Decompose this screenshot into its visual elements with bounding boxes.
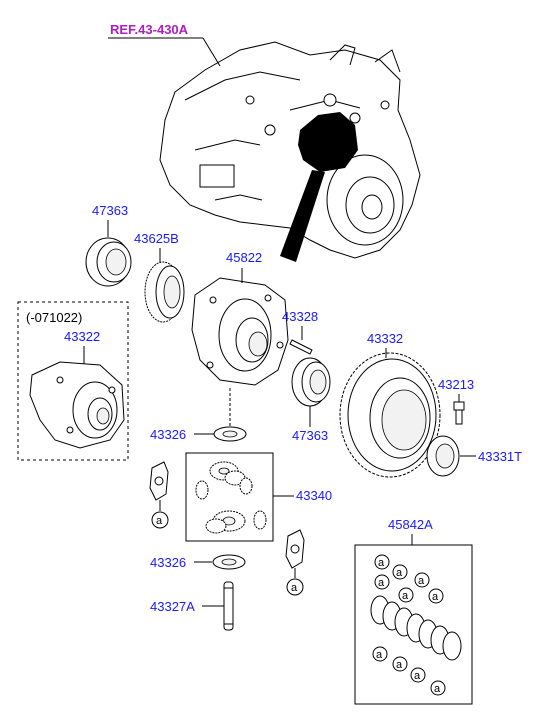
part-label-43326-bottom[interactable]: 43326 [150,555,186,570]
ring-gear-43332 [339,352,441,478]
thrust-washer-left [149,461,169,501]
bearing-47363-top [85,237,132,287]
callout-letter: a [156,515,163,527]
callout-letter: a [291,582,298,594]
part-label-45842A[interactable]: 45842A [388,517,433,532]
clutch-callouts: a a a a a a a a a a [372,554,446,696]
callout-letter: a [396,659,403,671]
part-label-43327A[interactable]: 43327A [150,599,195,614]
callout-letter: a [432,591,439,603]
bolt-43213 [453,401,465,425]
callout-letter: a [378,577,385,589]
part-label-43625B[interactable]: 43625B [134,231,179,246]
callout-letter: a [434,683,441,695]
part-label-43340[interactable]: 43340 [296,488,332,503]
callout-letter: a [378,557,385,569]
part-label-43331T[interactable]: 43331T [478,449,522,464]
gear-43625B [144,261,185,323]
pointer-shaft [280,170,325,262]
part-label-43326-top[interactable]: 43326 [150,427,186,442]
part-label-47363-bottom[interactable]: 47363 [292,428,328,443]
variant-box [17,301,129,461]
callout-circle [286,578,304,596]
differential-assembly-43322 [29,361,125,449]
reference-label[interactable]: REF.43-430A [110,22,189,37]
transmission-housing [159,41,421,262]
gear-set-box-43340 [185,452,274,542]
callout-letter: a [414,670,421,682]
shim-43331T [426,435,460,477]
thrust-washer-right [285,529,305,569]
part-label-45822[interactable]: 45822 [226,250,262,265]
callout-letter: a [418,575,425,587]
washer-43326-bottom [212,554,246,570]
bearing-47363-bottom [291,357,331,407]
clutch-pack-box-45842A [354,544,473,705]
callout-letter: a [396,567,403,579]
callout-circle [151,511,169,529]
callout-letter: a [402,590,409,602]
part-label-43213[interactable]: 43213 [438,377,474,392]
shaft-43327A [223,581,234,631]
clutch-pack-45842A [370,595,462,661]
part-label-43332[interactable]: 43332 [367,331,403,346]
washer-43326-top [213,426,247,442]
part-label-47363-top[interactable]: 47363 [92,203,128,218]
part-label-43328[interactable]: 43328 [282,309,318,324]
housing-opening [298,112,358,172]
differential-case-45822 [191,277,289,386]
callout-letter: a [376,649,383,661]
variant-note: (-071022) [26,310,82,325]
gear-set-43340 [195,461,267,534]
part-label-43322[interactable]: 43322 [64,329,100,344]
pin-43328 [289,339,313,355]
